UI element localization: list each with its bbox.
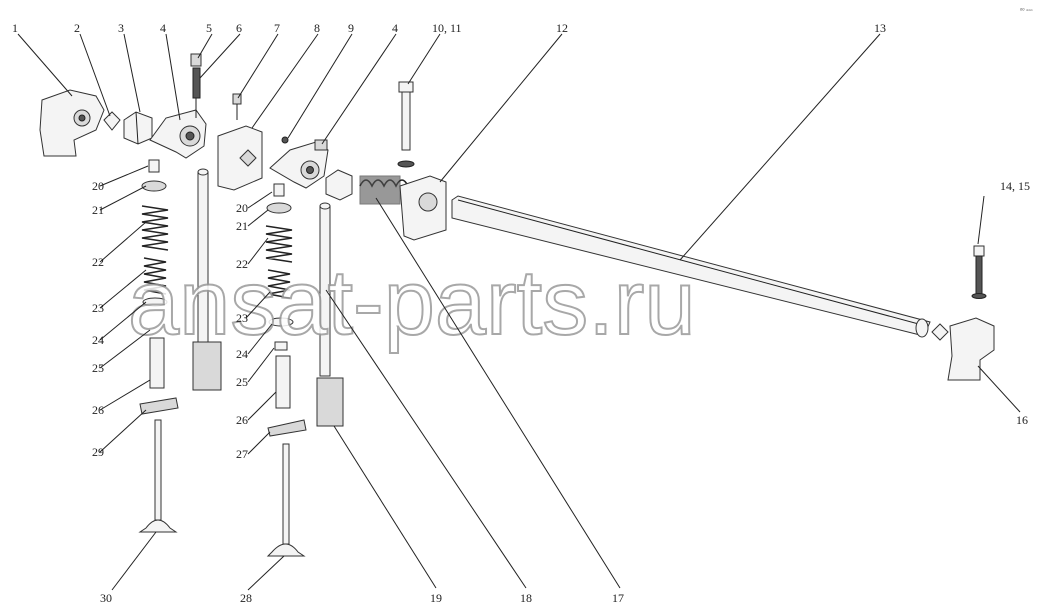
leader-lines — [17, 33, 1021, 591]
rocker-arm-right — [269, 139, 329, 189]
spacer-right — [325, 169, 353, 201]
callout-28: 28 — [240, 591, 252, 605]
callout-23-right: 23 — [236, 311, 248, 325]
callout-23-left: 23 — [92, 301, 104, 315]
corner-mark: ᵒᵒ ▫▫▫ — [1020, 8, 1033, 14]
callout-25-left: 25 — [92, 361, 104, 375]
callout-7: 7 — [274, 21, 280, 35]
callout-18: 18 — [520, 591, 532, 605]
left-support-bracket — [39, 89, 105, 157]
callout-26-left: 26 — [92, 403, 104, 417]
callout-10-11: 10, 11 — [432, 21, 462, 35]
callout-6: 6 — [236, 21, 242, 35]
bracket-bolt — [397, 81, 415, 168]
callout-17: 17 — [612, 591, 624, 605]
callout-21-right: 21 — [236, 219, 248, 233]
callout-9: 9 — [348, 21, 354, 35]
callout-13: 13 — [874, 21, 886, 35]
center-support-bracket — [217, 93, 289, 191]
callout-24-left: 24 — [92, 333, 104, 347]
callout-21-left: 21 — [92, 203, 104, 217]
callout-30: 30 — [100, 591, 112, 605]
end-washer — [931, 323, 949, 341]
adjusting-screw-6 — [190, 53, 202, 118]
callout-labels: 1 2 3 4 5 6 7 8 9 4 10, 11 12 13 14, 15 … — [12, 21, 1030, 605]
callout-27: 27 — [236, 447, 248, 461]
callout-1: 1 — [12, 21, 18, 35]
rocker-shaft — [451, 195, 931, 338]
rocker-arm-left — [149, 109, 207, 159]
callout-16: 16 — [1016, 413, 1028, 427]
callout-24-right: 24 — [236, 347, 248, 361]
callout-3: 3 — [118, 21, 124, 35]
callout-4-second: 4 — [392, 21, 398, 35]
callout-20-right: 20 — [236, 201, 248, 215]
callout-5: 5 — [206, 21, 212, 35]
callout-8: 8 — [314, 21, 320, 35]
callout-12: 12 — [556, 21, 568, 35]
spacer-left — [123, 111, 153, 145]
valve-stack-left — [138, 159, 179, 533]
pushrod-right — [316, 202, 344, 427]
callout-22-left: 22 — [92, 255, 104, 269]
callout-25-right: 25 — [236, 375, 248, 389]
callout-22-right: 22 — [236, 257, 248, 271]
pushrod-left — [192, 168, 222, 391]
callout-29: 29 — [92, 445, 104, 459]
callout-19: 19 — [430, 591, 442, 605]
watermark-text: ansat-parts.ru — [128, 252, 696, 354]
wave-washer — [103, 111, 121, 131]
callout-26-right: 26 — [236, 413, 248, 427]
valve-stack-right — [265, 183, 307, 557]
callout-14-15: 14, 15 — [1000, 179, 1030, 193]
callout-20-left: 20 — [92, 179, 104, 193]
callout-4: 4 — [160, 21, 166, 35]
callout-2: 2 — [74, 21, 80, 35]
right-support-bracket — [399, 175, 447, 241]
end-support-bracket — [947, 245, 995, 381]
